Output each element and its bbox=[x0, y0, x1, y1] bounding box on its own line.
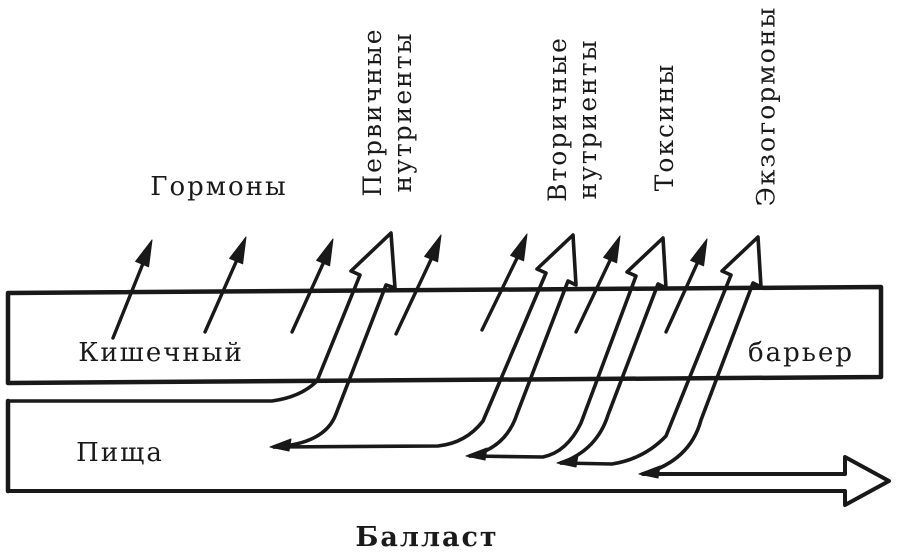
peel-tail-barb bbox=[556, 454, 579, 468]
exohormones-flow-arrow bbox=[559, 235, 763, 479]
exohormones-thin-arrow bbox=[664, 238, 708, 334]
label-hormones: Гормоны bbox=[150, 172, 288, 202]
barrier-band bbox=[5, 284, 884, 386]
label-toxins: Токсины bbox=[650, 62, 679, 192]
primary-nutrients-thin-arrow bbox=[394, 234, 442, 336]
label-barrier-right: барьер bbox=[748, 338, 854, 368]
label-secondary-nutrients-line1: Вторичные bbox=[543, 36, 572, 202]
label-ballast: Балласт bbox=[355, 522, 499, 553]
label-barrier-left: Кишечный bbox=[78, 338, 244, 368]
secondary-nutrients-thin-arrow bbox=[480, 233, 528, 332]
label-secondary-nutrients: Вторичные нутриенты bbox=[542, 29, 604, 209]
ballast-arrow bbox=[6, 455, 891, 507]
peel-tail-barb bbox=[465, 447, 488, 461]
peel-tail-barb bbox=[638, 465, 661, 479]
label-secondary-nutrients-line2: нутриенты bbox=[573, 38, 602, 200]
toxins-thin-arrow bbox=[574, 235, 621, 334]
label-primary-nutrients-line1: Первичные bbox=[358, 27, 387, 197]
label-primary-nutrients: Первичные нутриенты bbox=[357, 22, 419, 202]
label-exohormones: Экзогормоны bbox=[751, 5, 781, 207]
peel-tail-barb bbox=[269, 438, 292, 452]
label-food: Пища bbox=[76, 438, 164, 468]
label-primary-nutrients-line2: нутриенты bbox=[388, 31, 417, 193]
hormone-arrows bbox=[111, 236, 334, 340]
toxins-flow-arrow bbox=[468, 236, 668, 468]
